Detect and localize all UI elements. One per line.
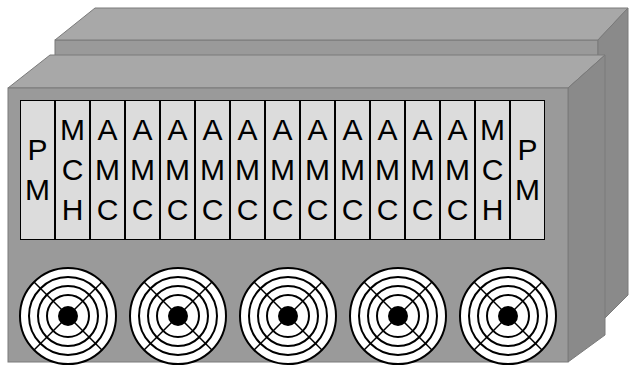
card-slot: A M C xyxy=(195,100,230,240)
slot-label: A M C xyxy=(93,110,123,230)
card-slot: M C H xyxy=(475,100,510,240)
slot-label: A M C xyxy=(338,110,368,230)
card-slot: M C H xyxy=(55,100,90,240)
card-slot: A M C xyxy=(370,100,405,240)
slot-label: A M C xyxy=(163,110,193,230)
card-slot: A M C xyxy=(300,100,335,240)
card-slot: P M xyxy=(20,100,55,240)
slot-label: M C H xyxy=(478,110,508,230)
card-slot: A M C xyxy=(440,100,475,240)
back-chassis-top xyxy=(55,8,628,40)
fan-grille xyxy=(364,282,432,350)
slot-label: A M C xyxy=(268,110,298,230)
fan-hub xyxy=(168,306,188,326)
fan-ring xyxy=(29,277,107,355)
front-chassis-side xyxy=(568,55,605,362)
fan-ring xyxy=(20,268,116,364)
card-slot: A M C xyxy=(125,100,160,240)
fan-ring xyxy=(249,277,327,355)
card-slot: A M C xyxy=(265,100,300,240)
fan-ring xyxy=(460,268,556,364)
slot-label: P M xyxy=(23,130,53,210)
fan xyxy=(130,268,226,364)
card-slot: A M C xyxy=(230,100,265,240)
slot-label: A M C xyxy=(233,110,263,230)
slot-label: A M C xyxy=(198,110,228,230)
fan xyxy=(350,268,446,364)
slot-label: A M C xyxy=(408,110,438,230)
fan-grille xyxy=(144,282,212,350)
fan-ring xyxy=(130,268,226,364)
fan-hub xyxy=(278,306,298,326)
card-slot: A M C xyxy=(405,100,440,240)
fan-hub xyxy=(388,306,408,326)
slot-label: A M C xyxy=(303,110,333,230)
fan-hub xyxy=(498,306,518,326)
slot-label: A M C xyxy=(128,110,158,230)
fan-row xyxy=(20,268,556,364)
card-slot: P M xyxy=(510,100,545,240)
fan-ring xyxy=(359,277,437,355)
fan xyxy=(240,268,336,364)
fan-grille xyxy=(474,282,542,350)
fan-grille xyxy=(254,282,322,350)
fan-ring xyxy=(139,277,217,355)
fan-ring xyxy=(469,277,547,355)
fan xyxy=(20,268,116,364)
fan-grille xyxy=(254,282,322,350)
slot-label: A M C xyxy=(443,110,473,230)
card-slot: A M C xyxy=(160,100,195,240)
front-chassis-top xyxy=(8,55,605,88)
slot-label: P M xyxy=(513,130,543,210)
fan-ring xyxy=(240,268,336,364)
fan-grille xyxy=(364,282,432,350)
slot-label: M C H xyxy=(58,110,88,230)
fan-grille xyxy=(144,282,212,350)
fan xyxy=(460,268,556,364)
fan-grille xyxy=(34,282,102,350)
card-slot: A M C xyxy=(90,100,125,240)
fan-grille xyxy=(474,282,542,350)
fan-hub xyxy=(58,306,78,326)
slot-label: A M C xyxy=(373,110,403,230)
card-slot: A M C xyxy=(335,100,370,240)
fan-grille xyxy=(34,282,102,350)
fan-ring xyxy=(350,268,446,364)
